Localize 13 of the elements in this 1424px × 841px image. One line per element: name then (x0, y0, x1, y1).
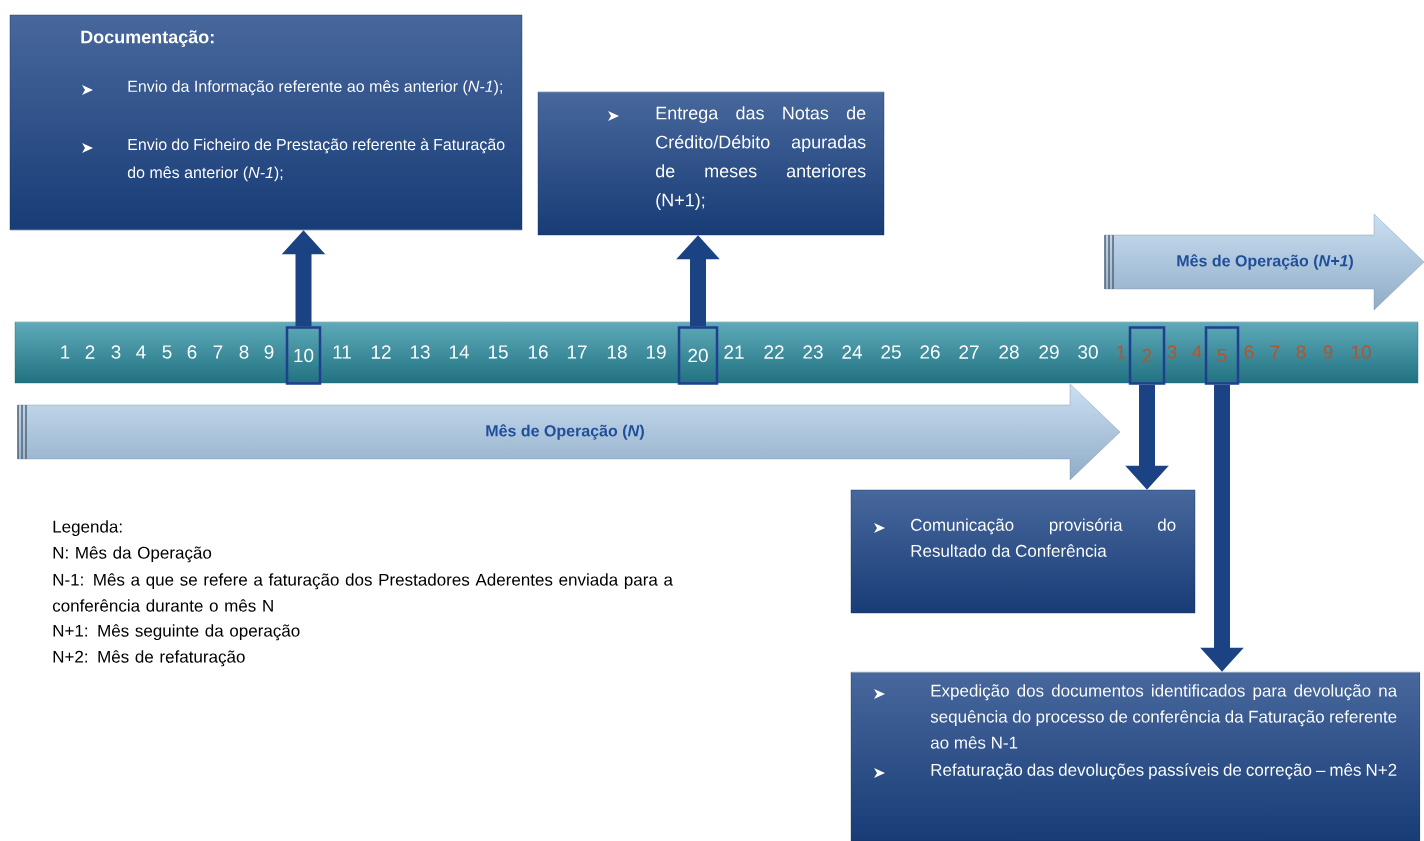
legend-text: N: Mês da Operação (53, 546, 212, 563)
highlight-box: 20 (677, 326, 719, 385)
highlight-box: 10 (285, 326, 322, 385)
legend-text: N-1: Mês a que se refere a faturação dos Prestadores Aderentes enviada para a conferência durante o mês N (52, 573, 673, 612)
text-box: Documentação: Envio da Informação referente ao mês anterior (N-1); Envio do Ficheiro de Prestação referente à Faturação do mês anterior (N-1); (9, 14, 523, 231)
legend-text: Legenda: (53, 520, 122, 537)
text-box: Comunicação provisória do Resultado da Conferência (850, 489, 1196, 614)
legend-text: N+2: Mês de refaturação (53, 650, 245, 667)
highlight-box: 5 (1204, 326, 1240, 385)
legend-text: N+1: Mês seguinte da operação (53, 624, 300, 641)
text-box: Entrega das Notas de Crédito/Débito apuradas de meses anteriores (N+1); (537, 91, 885, 236)
text-box: Expedição dos documentos identificados para devolução na sequência do processo de conferência da Faturação referente ao mês N-1 Refaturação das devoluções passíveis de correção – mês N+2 (850, 671, 1421, 841)
highlight-box: 2 (1128, 326, 1166, 385)
